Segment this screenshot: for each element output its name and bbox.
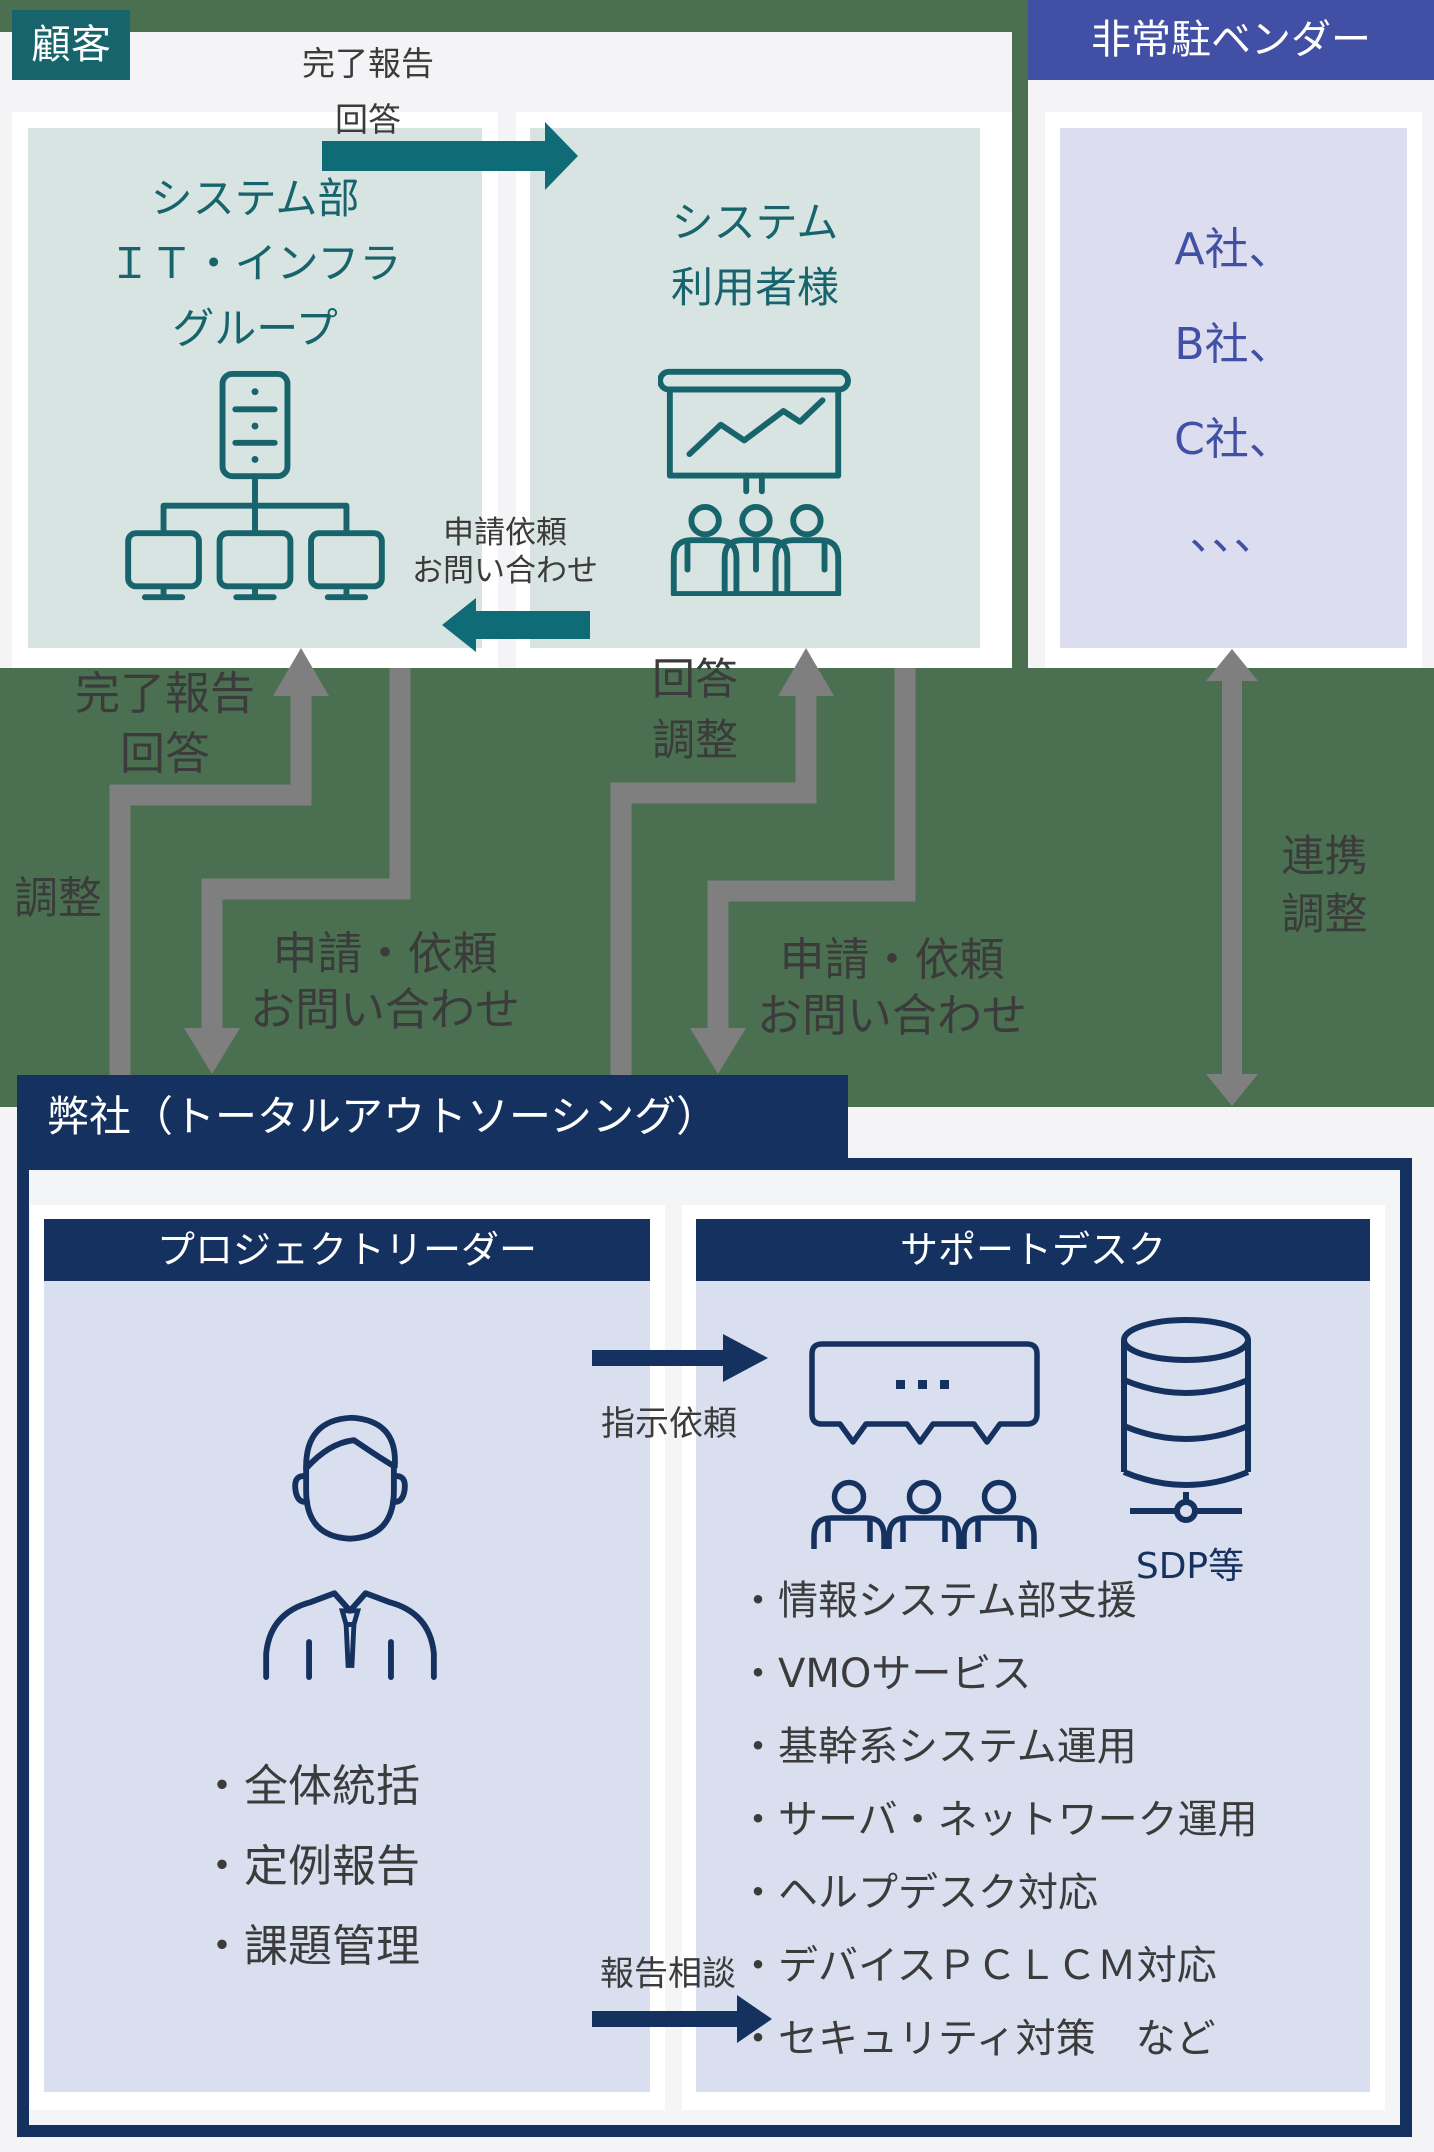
gray-vendor-link-arrow — [1206, 649, 1258, 1106]
flow-left-adjust-label: 調整 — [14, 873, 102, 924]
vendor-company-a: A社、 — [1174, 224, 1293, 275]
vendor-box — [1060, 128, 1407, 648]
flow-right-down-line2: お問い合わせ — [756, 989, 1027, 1042]
gray-down-arrow-left — [184, 668, 411, 1074]
presentation-audience-icon — [658, 368, 851, 596]
flow-right-up-label: 回答 調整 — [645, 650, 745, 772]
vendor-company-b: B社、 — [1174, 319, 1293, 370]
company-title-bar: 弊社（トータルアウトソーシング） — [17, 1075, 848, 1158]
vendor-label: 非常駐ベンダー — [1028, 0, 1434, 80]
report-arrow-line1: 完了報告 — [302, 44, 434, 83]
instruct-label: 指示依頼 — [601, 1404, 737, 1444]
desk-bullet-3: ・基幹系システム運用 — [738, 1724, 1137, 1770]
leader-bullet-1: ・全体統括 — [200, 1761, 420, 1812]
desk-header: サポートデスク — [696, 1219, 1370, 1281]
system-dept-line2: ＩＴ・インフラ — [108, 239, 402, 288]
flow-left-down-label: 申請・依頼 お問い合わせ — [245, 926, 525, 1038]
server-network-icon — [125, 370, 385, 601]
system-users-line2: 利用者様 — [670, 263, 839, 312]
desk-bullet-1: ・情報システム部支援 — [738, 1578, 1137, 1624]
leader-bullet-3: ・課題管理 — [200, 1921, 420, 1972]
vendor-companies: A社、 B社、 C社、 、、、 — [1060, 202, 1407, 582]
leader-bullets: ・全体統括 ・定例報告 ・課題管理 — [200, 1747, 420, 1987]
report-consult-label: 報告相談 — [600, 1954, 736, 1994]
flow-left-up-line1: 完了報告 — [74, 667, 255, 720]
flow-right-up-line1: 回答 — [652, 655, 738, 705]
system-dept-line3: グループ — [172, 304, 338, 353]
system-dept-box — [28, 128, 482, 648]
gray-down-arrow-right — [690, 668, 916, 1074]
vendor-link-label: 連携 調整 — [1272, 828, 1377, 944]
sdp-label: SDP等 — [1135, 1546, 1245, 1587]
teal-request-arrow — [442, 598, 590, 652]
desk-panel-body — [696, 1219, 1370, 2092]
report-arrow-line2: 回答 — [335, 100, 401, 139]
gray-up-arrow-left — [109, 648, 329, 1075]
system-users-title: システム 利用者様 — [530, 190, 980, 320]
report-consult-arrow — [592, 1995, 772, 2043]
flow-left-up-label: 完了報告 回答 — [55, 664, 275, 784]
flow-left-down-line2: お問い合わせ — [249, 983, 520, 1036]
vendor-link-line2: 調整 — [1281, 890, 1368, 940]
project-leader-person-icon — [263, 1414, 437, 1681]
request-arrow-label: 申請依頼 お問い合わせ — [410, 514, 600, 590]
flow-right-down-line1: 申請・依頼 — [779, 933, 1005, 986]
vendor-company-etc: 、、、 — [1189, 509, 1278, 560]
teal-report-arrow — [322, 122, 578, 190]
desk-bullet-6: ・デバイスＰＣＬＣＭ対応 — [738, 1943, 1217, 1989]
request-arrow-line2: お問い合わせ — [412, 553, 598, 589]
flow-left-down-line1: 申請・依頼 — [272, 927, 498, 980]
leader-header: プロジェクトリーダー — [44, 1219, 650, 1281]
instruct-arrow — [592, 1334, 768, 1382]
request-arrow-line1: 申請依頼 — [443, 515, 567, 551]
desk-bullet-7: ・セキュリティ対策 など — [738, 2016, 1216, 2062]
vendor-link-line1: 連携 — [1281, 832, 1368, 882]
customer-label: 顧客 — [12, 10, 130, 80]
report-arrow-label: 完了報告 回答 — [298, 36, 438, 148]
gray-up-arrow-right — [610, 648, 834, 1075]
divider-green-strip — [1012, 0, 1028, 668]
support-team-chat-icon — [809, 1341, 1040, 1549]
desk-bullet-4: ・サーバ・ネットワーク運用 — [738, 1797, 1258, 1843]
system-dept-line1: システム部 — [150, 174, 360, 223]
system-users-line1: システム — [671, 198, 839, 247]
flow-right-up-line2: 調整 — [652, 716, 738, 766]
flow-right-down-label: 申請・依頼 お問い合わせ — [752, 932, 1032, 1044]
database-sdp-icon — [1121, 1317, 1251, 1523]
desk-bullets: ・情報システム部支援 ・VMOサービス ・基幹系システム運用 ・サーバ・ネットワ… — [738, 1565, 1258, 2076]
leader-bullet-2: ・定例報告 — [200, 1841, 420, 1892]
vendor-company-c: C社、 — [1174, 414, 1293, 465]
desk-bullet-5: ・ヘルプデスク対応 — [738, 1870, 1098, 1916]
desk-bullet-2: ・VMOサービス — [738, 1651, 1032, 1697]
system-dept-title: システム部 ＩＴ・インフラ グループ — [28, 166, 482, 361]
flow-left-up-line2: 回答 — [119, 727, 210, 780]
